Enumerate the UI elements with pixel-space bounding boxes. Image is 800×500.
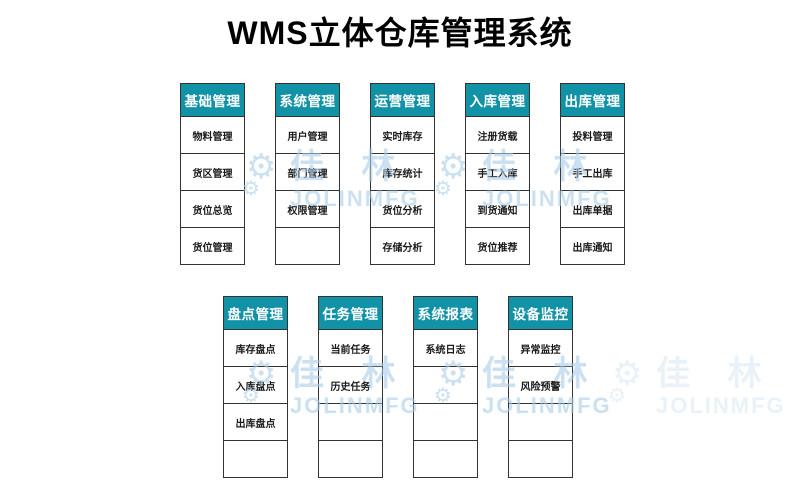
- module-column: 系统管理用户管理部门管理权限管理: [275, 83, 340, 265]
- module-header: 入库管理: [465, 83, 530, 117]
- module-item: 历史任务: [318, 366, 383, 404]
- module-item-empty: [275, 227, 340, 265]
- module-item: 当前任务: [318, 329, 383, 367]
- module-item-empty: [413, 440, 478, 478]
- module-item-empty: [508, 440, 573, 478]
- module-header: 运营管理: [370, 83, 435, 117]
- module-row-top: 基础管理物料管理货区管理货位总览货位管理系统管理用户管理部门管理权限管理运营管理…: [180, 83, 625, 265]
- module-item-empty: [318, 403, 383, 441]
- watermark-en-text: JOLINMFG: [656, 393, 786, 418]
- module-item: 系统日志: [413, 329, 478, 367]
- module-item: 注册货载: [465, 116, 530, 154]
- module-item: 投料管理: [560, 116, 625, 154]
- module-column: 出库管理投料管理手工出库出库单据出库通知: [560, 83, 625, 265]
- module-item: 手工入库: [465, 153, 530, 191]
- module-item-empty: [413, 403, 478, 441]
- module-column: 盘点管理库存盘点入库盘点出库盘点: [223, 296, 288, 478]
- module-item: 货位分析: [370, 190, 435, 228]
- module-column: 设备监控异常监控风险预警: [508, 296, 573, 478]
- gear-icon: ⚙ ⚙: [608, 354, 643, 407]
- module-header: 系统管理: [275, 83, 340, 117]
- module-item: 手工出库: [560, 153, 625, 191]
- watermark: ⚙ ⚙ 佳 林 JOLINMFG: [608, 354, 786, 418]
- module-item: 货位总览: [180, 190, 245, 228]
- module-item: 风险预警: [508, 366, 573, 404]
- module-header: 出库管理: [560, 83, 625, 117]
- module-item: 货区管理: [180, 153, 245, 191]
- module-item: 部门管理: [275, 153, 340, 191]
- module-item: 异常监控: [508, 329, 573, 367]
- module-header: 盘点管理: [223, 296, 288, 330]
- module-header: 基础管理: [180, 83, 245, 117]
- module-item: 出库盘点: [223, 403, 288, 441]
- module-row-bottom: 盘点管理库存盘点入库盘点出库盘点任务管理当前任务历史任务系统报表系统日志设备监控…: [223, 296, 573, 478]
- module-column: 任务管理当前任务历史任务: [318, 296, 383, 478]
- module-item: 出库单据: [560, 190, 625, 228]
- module-item: 用户管理: [275, 116, 340, 154]
- module-item: 到货通知: [465, 190, 530, 228]
- module-item-empty: [223, 440, 288, 478]
- module-item: 出库通知: [560, 227, 625, 265]
- module-header: 系统报表: [413, 296, 478, 330]
- module-item: 存储分析: [370, 227, 435, 265]
- module-item-empty: [413, 366, 478, 404]
- watermark-cn-text: 佳 林: [656, 355, 776, 393]
- module-item-empty: [508, 403, 573, 441]
- module-column: 入库管理注册货载手工入库到货通知货位推荐: [465, 83, 530, 265]
- module-item: 物料管理: [180, 116, 245, 154]
- module-item: 货位管理: [180, 227, 245, 265]
- module-header: 设备监控: [508, 296, 573, 330]
- module-item: 库存统计: [370, 153, 435, 191]
- module-item-empty: [318, 440, 383, 478]
- module-column: 基础管理物料管理货区管理货位总览货位管理: [180, 83, 245, 265]
- page-title: WMS立体仓库管理系统: [227, 15, 573, 51]
- module-header: 任务管理: [318, 296, 383, 330]
- module-column: 运营管理实时库存库存统计货位分析存储分析: [370, 83, 435, 265]
- module-item: 货位推荐: [465, 227, 530, 265]
- module-item: 入库盘点: [223, 366, 288, 404]
- module-item: 实时库存: [370, 116, 435, 154]
- module-item: 库存盘点: [223, 329, 288, 367]
- module-item: 权限管理: [275, 190, 340, 228]
- module-column: 系统报表系统日志: [413, 296, 478, 478]
